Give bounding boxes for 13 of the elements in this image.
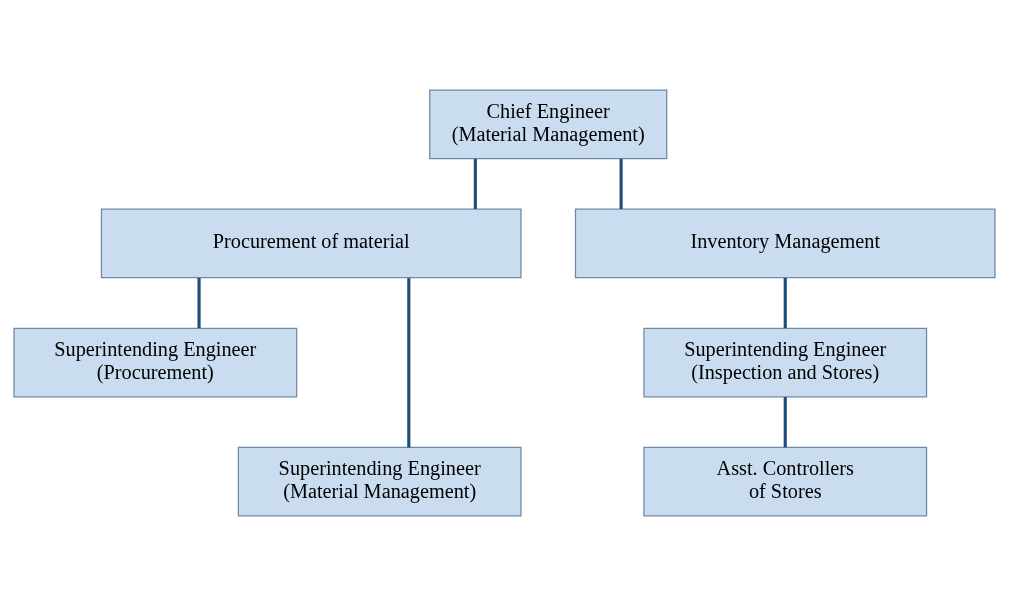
connector [619,158,623,210]
connector [783,397,787,448]
connector [197,277,201,329]
connector [473,158,477,210]
node-box: Superintending Engineer (Inspection and Stores) [643,327,928,398]
connector [407,278,411,448]
node-box: Procurement of material [100,208,522,279]
node-box: Inventory Management [574,208,996,279]
node-box: Asst. Controllers of Stores [643,446,928,517]
node-box: Superintending Engineer (Procurement) [13,327,298,398]
node-box: Superintending Engineer (Material Management) [237,446,522,517]
node-box: Chief Engineer (Material Management) [429,89,668,160]
connector [783,277,787,329]
